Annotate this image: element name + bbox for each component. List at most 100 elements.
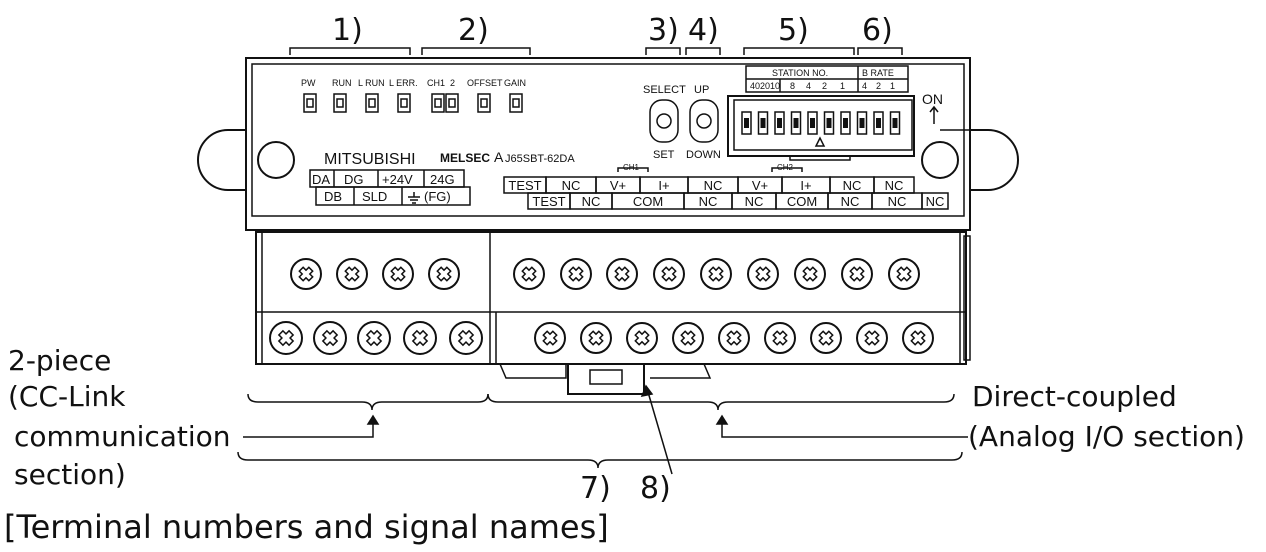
analog-top-label: V+ (610, 178, 626, 193)
dip-switch-knob (843, 118, 848, 128)
led-group-status: PW RUN L RUN L ERR. (301, 78, 418, 113)
cc-bottom-fg: (FG) (424, 189, 451, 204)
terminal-screw (580, 322, 612, 354)
terminal-screw (449, 321, 483, 355)
dip-switch-knob (793, 118, 799, 128)
terminal-screw (428, 258, 460, 290)
led-ch2 (445, 93, 459, 113)
dip-switch-bank[interactable] (741, 111, 901, 135)
analog-bottom-label: NC (841, 194, 860, 209)
cc-top-24v: +24V (382, 172, 413, 187)
analog-bottom-label: NC (582, 194, 601, 209)
terminal-screw (718, 322, 750, 354)
terminal-screw (810, 322, 842, 354)
select-label: SELECT (643, 84, 686, 96)
brand-name: MITSUBISHI (324, 151, 416, 168)
dip-switch-knob (859, 118, 865, 128)
cc-bottom-db: DB (324, 189, 342, 204)
terminal-screw (747, 258, 779, 290)
dip-switch[interactable] (741, 111, 752, 135)
caption-left-4: section) (14, 458, 126, 491)
callout-7: 7) (580, 471, 611, 506)
caption-right-1: Direct-coupled (972, 380, 1177, 413)
terminal-screw (672, 322, 704, 354)
led-group-analog: CH1 2 OFFSET GAIN (427, 78, 526, 113)
rate-1: 1 (890, 81, 895, 91)
dip-switch[interactable] (840, 111, 851, 135)
led-lerr (397, 93, 411, 113)
led-lrun (365, 93, 379, 113)
set-label: SET (653, 149, 675, 161)
din-rail-clip (499, 363, 712, 395)
analog-top-label: V+ (752, 178, 768, 193)
dip-switch[interactable] (807, 111, 818, 135)
led-pw (303, 93, 317, 113)
led-label-run: RUN (332, 78, 352, 88)
terminal-screw (606, 258, 638, 290)
dip-switch[interactable] (823, 111, 835, 135)
terminal-screw (382, 258, 414, 290)
dip-switch-knob (876, 118, 881, 128)
ch1-label: CH1 (623, 163, 640, 172)
station-40: 40 (750, 81, 760, 91)
up-down-button[interactable]: UP DOWN (686, 84, 721, 161)
dip-switch[interactable] (757, 111, 769, 135)
led-label-lerr: L ERR. (389, 78, 418, 88)
terminal-screws (269, 258, 934, 355)
terminal-screw (653, 258, 685, 290)
terminal-screw (290, 258, 322, 290)
select-set-button[interactable]: SELECT SET (643, 84, 686, 161)
terminal-screw (626, 322, 658, 354)
led-run (333, 93, 347, 113)
station-2: 2 (822, 81, 827, 91)
analog-bottom-label: COM (633, 194, 663, 209)
analog-top-label: NC (562, 178, 581, 193)
dip-switch-knob (777, 118, 782, 128)
callout-2: 2) (458, 13, 489, 48)
down-label: DOWN (686, 149, 721, 161)
terminal-screw (403, 321, 437, 355)
led-label-ch1: CH1 (427, 78, 445, 88)
terminal-screw (700, 258, 732, 290)
dip-switch[interactable] (774, 111, 785, 135)
terminal-screw (336, 258, 368, 290)
station-8: 8 (790, 81, 795, 91)
station-20: 20 (760, 81, 770, 91)
led-ch1 (431, 93, 445, 113)
led-offset (477, 93, 491, 113)
terminal-screw (902, 322, 934, 354)
caption-left-1: 2-piece (8, 344, 111, 377)
dip-switch[interactable] (873, 111, 884, 135)
rate-header: B RATE (862, 68, 894, 78)
callout-6: 6) (862, 13, 893, 48)
caption-right-2: (Analog I/O section) (968, 420, 1245, 453)
led-label-ch2: 2 (450, 78, 455, 88)
up-label: UP (694, 84, 709, 96)
rate-2: 2 (876, 81, 881, 91)
dip-switch[interactable] (889, 111, 901, 135)
dip-switch[interactable] (790, 111, 802, 135)
led-label-offset: OFFSET (467, 78, 503, 88)
analog-top-label: I+ (658, 178, 669, 193)
dip-switch[interactable] (856, 111, 868, 135)
analog-top-label: NC (885, 178, 904, 193)
callout-5: 5) (778, 13, 809, 48)
cc-top-24g: 24G (430, 172, 455, 187)
left-mount-hole (257, 141, 295, 179)
analog-bottom-label: NC (699, 194, 718, 209)
analog-bottom-label: COM (787, 194, 817, 209)
terminal-screw (357, 321, 391, 355)
series-name: MELSEC (440, 151, 490, 165)
station-header: STATION NO. (772, 68, 828, 78)
dip-switch-knob (892, 118, 898, 128)
station-1: 1 (840, 81, 845, 91)
caption-left-2: (CC-Link (8, 380, 126, 413)
callout-1: 1) (332, 13, 363, 48)
station-4: 4 (806, 81, 811, 91)
cc-top-da: DA (312, 172, 330, 187)
terminal-screw (269, 321, 303, 355)
terminal-screw (560, 258, 592, 290)
top-brackets (289, 47, 903, 55)
station-10: 10 (770, 81, 780, 91)
